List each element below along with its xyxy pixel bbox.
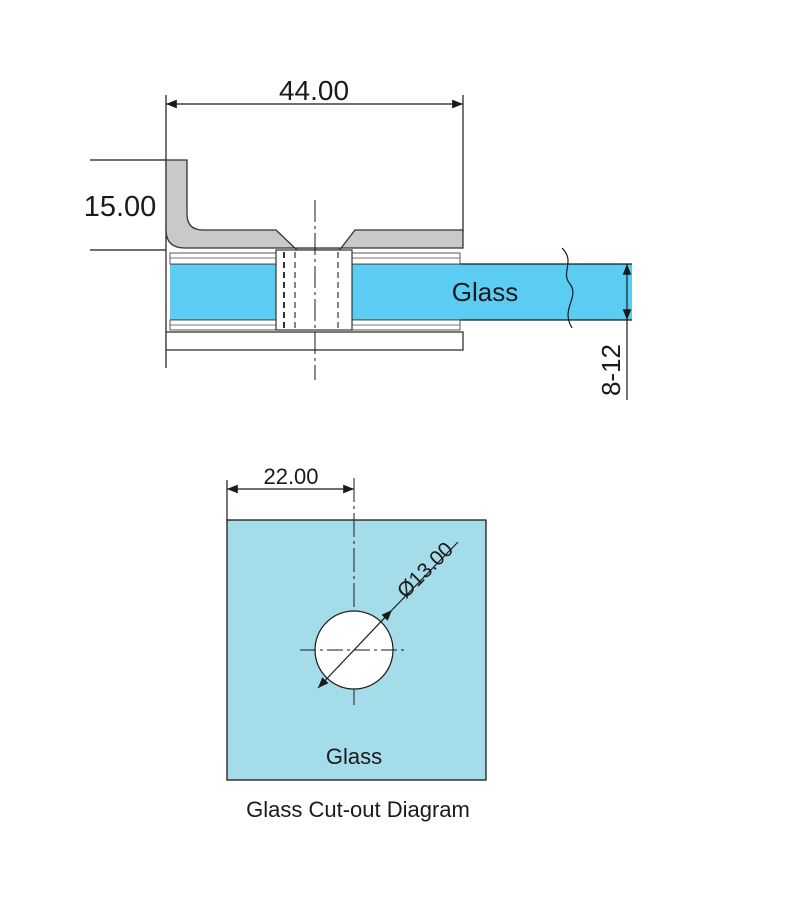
- section-view: 44.00 15.00: [84, 75, 632, 400]
- height-label: 15.00: [84, 191, 157, 223]
- width-dimension: 44.00: [165, 75, 464, 368]
- glass-label-section: Glass: [452, 277, 518, 307]
- bolt: [275, 249, 353, 331]
- break-line: [561, 247, 574, 329]
- diagram-caption: Glass Cut-out Diagram: [246, 797, 470, 822]
- width-label: 44.00: [279, 75, 349, 106]
- thickness-dimension: 8-12: [596, 264, 632, 400]
- height-dimension: 15.00: [84, 159, 166, 251]
- thickness-label: 8-12: [596, 344, 626, 396]
- offset-dimension: 22.00: [226, 464, 354, 520]
- glass-label-cutout: Glass: [326, 744, 382, 769]
- glass-panel-section: [170, 264, 632, 320]
- offset-label: 22.00: [263, 464, 318, 489]
- cutout-view: 22.00 Ø13.00 Glass Glass Cut-out Diagram: [226, 464, 487, 822]
